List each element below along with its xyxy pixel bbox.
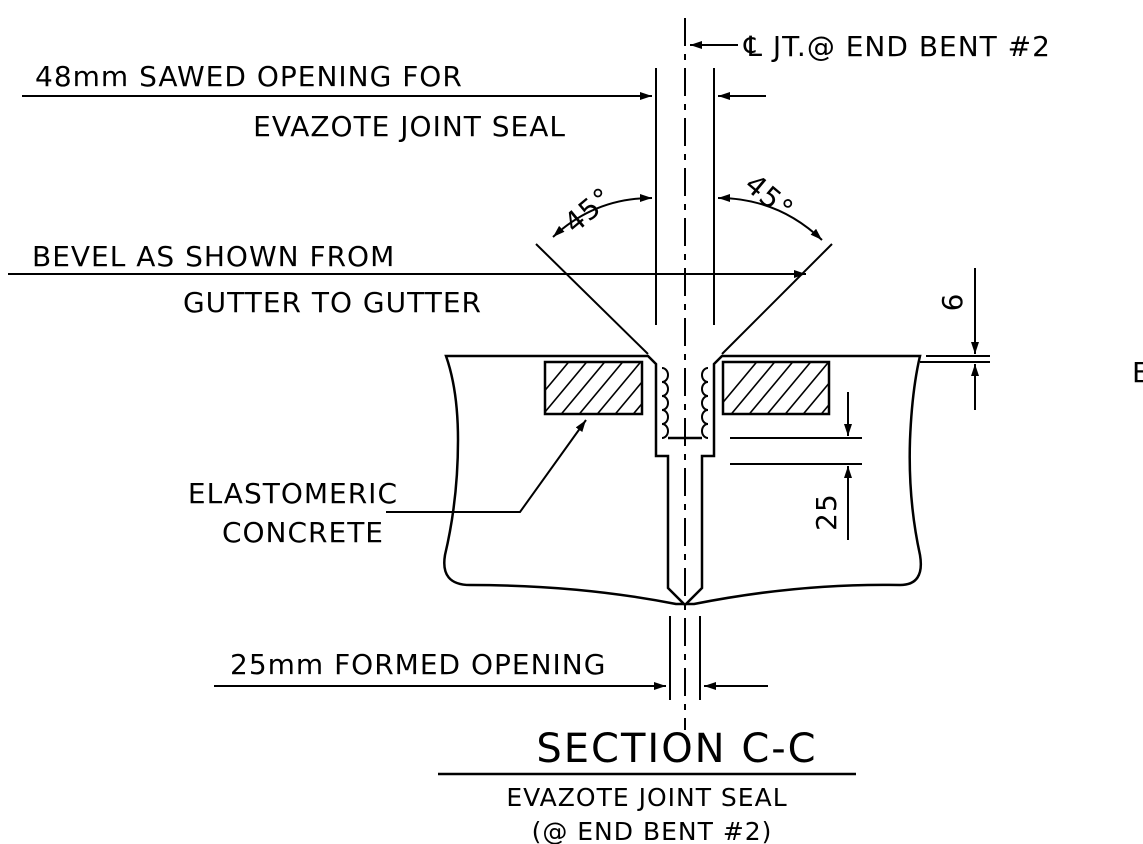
bevel-line-right xyxy=(721,243,833,355)
dim25-label: 25 xyxy=(810,493,843,531)
elastomeric-block-right xyxy=(721,360,831,416)
dim6-label: 6 xyxy=(936,293,969,312)
section-title: SECTION C-C xyxy=(536,726,817,772)
deck-slab-left xyxy=(443,354,688,606)
formed-opening-label: 25mm FORMED OPENING xyxy=(230,648,606,681)
angle-arc-left xyxy=(552,194,653,238)
deck-slab-right xyxy=(682,354,923,606)
centerline-label: ℄ JT.@ END BENT #2 xyxy=(743,30,1051,63)
angle-arc-right xyxy=(717,194,823,241)
section-note: (@ END BENT #2) xyxy=(532,817,773,844)
sawed-opening-label-line2: EVAZOTE JOINT SEAL xyxy=(253,110,566,143)
section-subtitle: EVAZOTE JOINT SEAL xyxy=(506,783,787,812)
elastomeric-block-left xyxy=(543,360,644,416)
sawed-opening-label-line1: 48mm SAWED OPENING FOR xyxy=(35,60,463,93)
angle-label-left: 45° xyxy=(558,181,620,240)
elastomeric-label-line1: ELASTOMERIC xyxy=(188,477,398,510)
hatch-left xyxy=(545,362,642,414)
bevel-label-line2: GUTTER TO GUTTER xyxy=(183,286,482,319)
elastomeric-label-line2: CONCRETE xyxy=(222,516,384,549)
bevel-label-line1: BEVEL AS SHOWN FROM xyxy=(32,240,395,273)
hatch-right xyxy=(723,362,829,414)
edge-partial-text: E xyxy=(1132,356,1143,389)
seal-loops-right xyxy=(701,367,709,439)
bevel-line-left xyxy=(535,243,649,355)
elastomeric-leader xyxy=(386,419,587,513)
seal-loops-left xyxy=(661,367,669,439)
